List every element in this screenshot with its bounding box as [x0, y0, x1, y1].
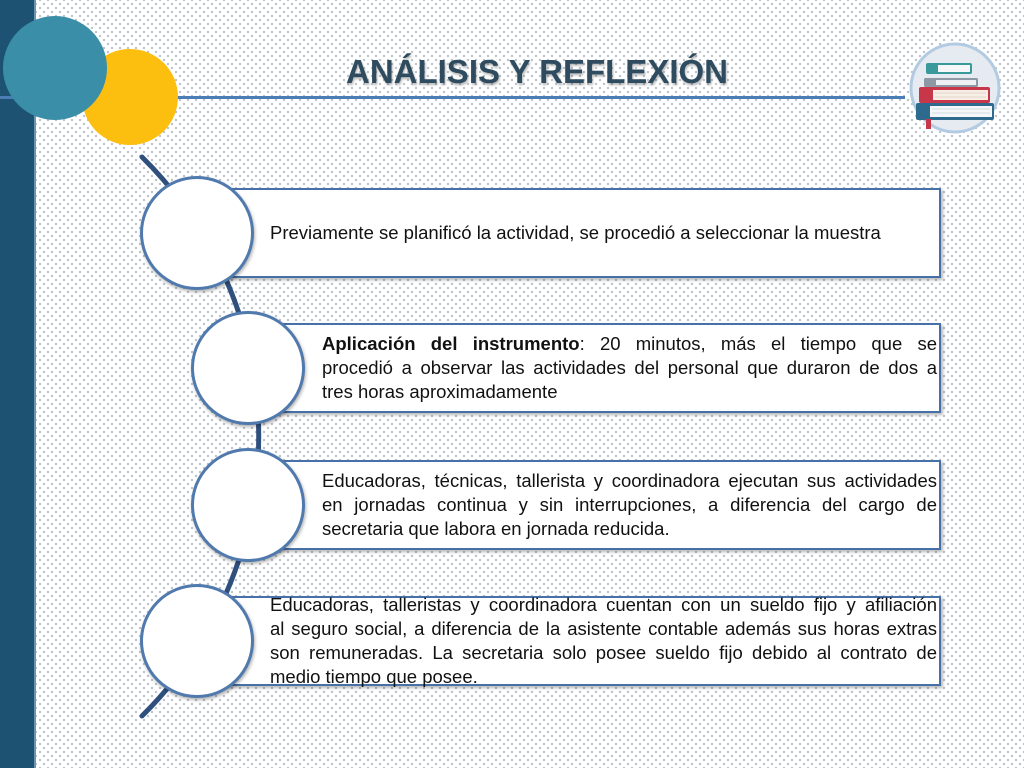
step-2-bold-term: Aplicación del instrumento [322, 333, 580, 354]
step-3-line-1: Educadoras, técnicas, tallerista y coord… [322, 470, 937, 491]
step-4-box: Educadoras, talleristas y coordinadora c… [197, 594, 941, 687]
step-4-line-3: son remuneradas. La secretaria solo pose… [270, 642, 937, 663]
step-1-text: Previamente se planificó la actividad, s… [270, 190, 937, 276]
book-gray [924, 78, 978, 87]
step-4-line-1: Educadoras, talleristas y coordinadora c… [270, 594, 937, 615]
book-teal [926, 63, 972, 74]
bookmark-ribbon [926, 119, 931, 129]
step-3-circle [191, 448, 305, 562]
step-2-text: Aplicación del instrumento: 20 minutos, … [322, 325, 937, 411]
book-bottom [916, 103, 994, 120]
step-3-line-3: secretaria que labora en jornada reducid… [322, 518, 670, 539]
step-4-text: Educadoras, talleristas y coordinadora c… [270, 594, 937, 687]
step-2-circle [191, 311, 305, 425]
step-2-line-3: tres horas aproximadamente [322, 381, 558, 402]
step-1-box: Previamente se planificó la actividad, s… [197, 188, 941, 278]
header-rule [0, 96, 905, 99]
book-red [919, 87, 990, 103]
teal-circle-decoration [3, 16, 107, 120]
step-2-line-1: Aplicación del instrumento: 20 minutos, … [322, 332, 937, 356]
step-4-circle [140, 584, 254, 698]
books-icon [909, 42, 1001, 134]
step-1-circle [140, 176, 254, 290]
slide-title: ANÁLISIS Y REFLEXIÓN [345, 53, 728, 90]
left-sidebar-bar [0, 0, 36, 768]
step-1-line-1: Previamente se planificó la actividad, s… [270, 222, 881, 243]
step-3-box: Educadoras, técnicas, tallerista y coord… [248, 460, 941, 550]
step-2-box: Aplicación del instrumento: 20 minutos, … [248, 323, 941, 413]
step-3-line-2: en jornadas continua y sin interrupcione… [322, 494, 937, 515]
step-2-line-1-text: : 20 minutos, más el tiempo que se [579, 333, 937, 354]
step-3-text: Educadoras, técnicas, tallerista y coord… [322, 462, 937, 548]
step-2-line-2: procedió a observar las actividades del … [322, 357, 937, 378]
step-4-line-2: al seguro social, a diferencia de la asi… [270, 618, 937, 639]
step-4-line-4: medio tiempo que posee. [270, 666, 478, 687]
